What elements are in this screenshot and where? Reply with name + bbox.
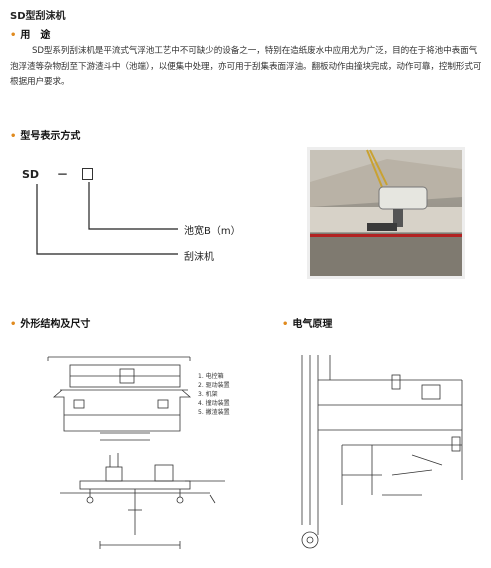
model-heading: •型号表示方式 — [10, 127, 80, 142]
legend-item-5: 5. 撇渣装置 — [198, 408, 230, 416]
legend-item-2: 2. 驱动装置 — [198, 381, 230, 389]
bullet-icon: • — [10, 131, 17, 142]
model-width-box — [82, 168, 93, 180]
electrical-heading: •电气原理 — [282, 315, 332, 330]
legend-item-1: 1. 电控箱 — [198, 372, 224, 380]
electrical-heading-text: 电气原理 — [292, 319, 333, 330]
structure-heading: •外形结构及尺寸 — [10, 315, 90, 330]
model-label-name: 刮沫机 — [184, 252, 214, 263]
legend-item-3: 3. 机架 — [198, 390, 218, 398]
structure-drawing: 1. 电控箱 2. 驱动装置 3. 机架 4. 撞动装置 5. 撇渣装置 — [47, 356, 230, 549]
bullet-icon: • — [282, 319, 289, 330]
model-label-width: 池宽B（m） — [184, 226, 241, 237]
model-heading-text: 型号表示方式 — [20, 131, 81, 142]
bullet-icon: • — [10, 319, 17, 330]
bullet-icon: • — [10, 30, 17, 41]
usage-heading: •用 途 — [10, 26, 50, 41]
structure-legend: 1. 电控箱 2. 驱动装置 3. 机架 4. 撞动装置 5. 撇渣装置 — [198, 372, 230, 416]
usage-heading-text: 用 途 — [20, 30, 51, 41]
page-title: SD型刮沫机 — [10, 11, 66, 22]
machine-photo — [307, 147, 465, 279]
electrical-schematic — [301, 355, 463, 549]
structure-heading-text: 外形结构及尺寸 — [20, 319, 91, 330]
model-code-prefix: SD — [22, 168, 40, 181]
legend-item-4: 4. 撞动装置 — [198, 399, 230, 407]
model-code-dash: － — [57, 168, 68, 181]
usage-paragraph: SD型系列刮沫机是平流式气浮池工艺中不可缺少的设备之一，特别在造纸废水中应用尤为… — [10, 46, 482, 87]
